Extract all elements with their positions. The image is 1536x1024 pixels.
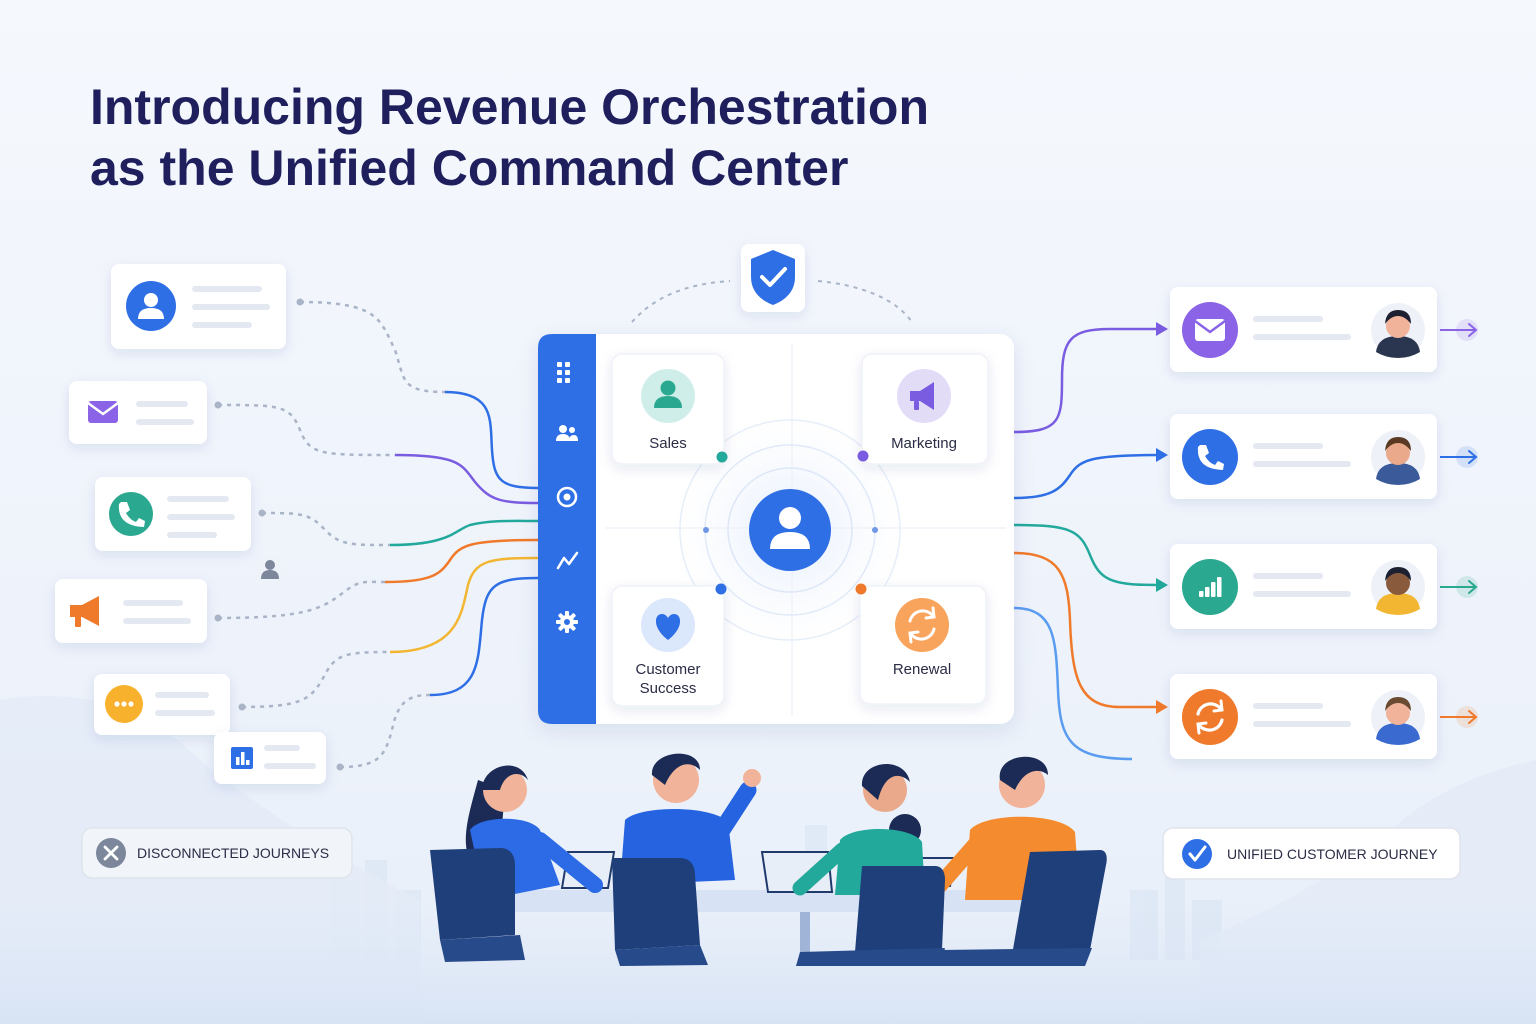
chat-icon	[114, 701, 134, 707]
background-fog	[0, 900, 1536, 1024]
module-card-marketing[interactable]: Marketing	[861, 353, 989, 465]
megaphone-icon	[70, 596, 99, 627]
source-card[interactable]	[111, 264, 286, 349]
arrow-right-icon	[1440, 446, 1478, 468]
journey-card[interactable]	[1170, 414, 1437, 499]
signal-icon	[1199, 577, 1222, 597]
placeholder-line	[192, 322, 252, 328]
heart-icon	[655, 614, 681, 640]
floating-user-badge	[254, 555, 286, 587]
source-card[interactable]	[55, 579, 207, 643]
page-title-line-2: as the Unified Command Center	[90, 140, 848, 196]
placeholder-line	[192, 286, 262, 292]
user-icon	[770, 507, 810, 549]
placeholder-line	[167, 496, 229, 502]
placeholder-line	[167, 514, 235, 520]
disconnected-journeys-label: DISCONNECTED JOURNEYS	[137, 845, 329, 861]
arrow-right-icon	[1440, 706, 1478, 728]
hub-connector-dots	[703, 450, 878, 595]
placeholder-line	[1253, 334, 1351, 340]
user-icon	[261, 560, 279, 579]
avatar	[1371, 430, 1425, 485]
users-icon[interactable]	[556, 425, 578, 441]
module-label-marketing: Marketing	[891, 435, 957, 452]
connector-dot	[296, 298, 304, 306]
shield-connector	[631, 280, 731, 323]
arrow-right-icon	[1440, 576, 1478, 598]
placeholder-line	[136, 419, 194, 425]
bar-chart-icon	[231, 747, 253, 769]
grid-icon[interactable]	[557, 362, 570, 383]
refresh-icon	[908, 606, 936, 644]
placeholder-line	[123, 618, 191, 624]
source-card[interactable]	[95, 477, 251, 551]
arrow-right-icon	[1440, 319, 1478, 341]
target-icon[interactable]	[556, 486, 578, 508]
mail-icon	[87, 401, 119, 423]
placeholder-line	[167, 532, 217, 538]
placeholder-line	[1253, 316, 1323, 322]
module-card-sales[interactable]: Sales	[611, 353, 725, 465]
connector-dot	[214, 614, 222, 622]
placeholder-line	[136, 401, 188, 407]
placeholder-line	[192, 304, 270, 310]
avatar	[1371, 560, 1425, 615]
placeholder-line	[1253, 461, 1351, 467]
connector-dot	[238, 703, 246, 711]
placeholder-line	[1253, 721, 1351, 727]
placeholder-line	[1253, 591, 1351, 597]
hub-sidebar	[538, 334, 596, 724]
unified-customer-journey-pill: UNIFIED CUSTOMER JOURNEY	[1162, 827, 1461, 880]
module-label-sales: Sales	[649, 435, 687, 452]
module-label-renewal: Renewal	[893, 661, 951, 678]
shield-connector	[817, 280, 913, 323]
module-card-renewal[interactable]: Renewal	[859, 585, 987, 705]
connector-dot	[258, 509, 266, 517]
placeholder-line	[1253, 703, 1323, 709]
phone-icon	[118, 502, 145, 527]
customer-core	[749, 489, 831, 571]
module-label-customer-success-line-2: Success	[640, 680, 697, 697]
module-card-customer-success[interactable]: Customer Success	[611, 585, 725, 707]
placeholder-line	[123, 600, 183, 606]
user-icon	[654, 380, 682, 408]
shield-check-icon	[751, 250, 795, 305]
placeholder-line	[264, 763, 316, 769]
megaphone-icon	[910, 382, 934, 410]
avatar	[1371, 690, 1425, 745]
unified-customer-journey-label: UNIFIED CUSTOMER JOURNEY	[1227, 846, 1438, 862]
connector-dot	[214, 401, 222, 409]
placeholder-line	[1253, 443, 1323, 449]
placeholder-line	[264, 745, 300, 751]
disconnected-journeys-pill: DISCONNECTED JOURNEYS	[81, 827, 353, 879]
module-label-customer-success-line-1: Customer	[635, 661, 700, 678]
phone-icon	[1197, 445, 1224, 470]
source-card[interactable]	[94, 674, 230, 735]
right-connector-arrows	[1156, 322, 1168, 714]
avatar	[1371, 303, 1425, 358]
placeholder-line	[155, 692, 209, 698]
trend-icon[interactable]	[556, 551, 579, 570]
source-card[interactable]	[69, 381, 207, 444]
check-icon	[1188, 845, 1207, 862]
journey-card[interactable]	[1170, 674, 1437, 759]
right-connectors	[1013, 327, 1159, 761]
page-title-line-1: Introducing Revenue Orchestration	[90, 79, 929, 135]
journey-card[interactable]	[1170, 544, 1437, 629]
close-icon	[103, 845, 119, 861]
gear-icon[interactable]	[556, 611, 578, 633]
left-connectors	[217, 300, 539, 769]
left-source-cards	[55, 264, 344, 784]
connector-dot	[336, 763, 344, 771]
placeholder-line	[1253, 573, 1323, 579]
mail-icon	[1194, 319, 1226, 341]
source-card[interactable]	[214, 732, 326, 784]
team-illustration	[430, 753, 1107, 966]
user-icon	[138, 293, 164, 319]
right-journey-cards	[1170, 287, 1478, 759]
refresh-icon	[1196, 699, 1224, 735]
placeholder-line	[155, 710, 215, 716]
journey-card[interactable]	[1170, 287, 1437, 372]
